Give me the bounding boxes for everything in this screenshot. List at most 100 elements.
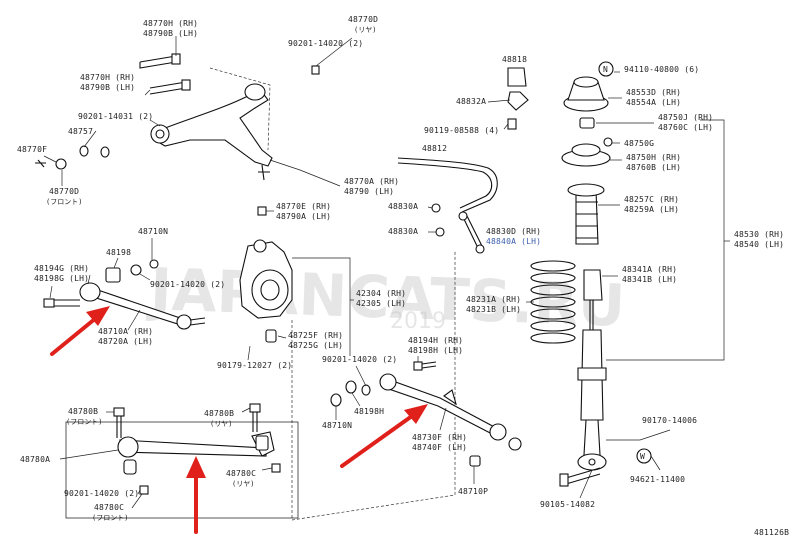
label: (リヤ) — [232, 480, 254, 488]
label: 48818 — [502, 55, 527, 64]
leader — [247, 345, 251, 361]
label: 48341B (LH) — [622, 275, 677, 284]
label: 48710N — [138, 227, 168, 236]
diagram-code: 481126B — [754, 528, 789, 537]
label: 48832A — [456, 97, 486, 106]
leader — [87, 274, 91, 285]
label: 48812 — [422, 144, 447, 153]
label: 48198H — [354, 407, 384, 416]
bracket — [292, 257, 351, 356]
clip — [35, 159, 46, 168]
leader — [351, 392, 361, 407]
label: 48790B (LH) — [80, 83, 135, 92]
label: 48257C (RH) — [624, 195, 679, 204]
label: 48231A (RH) — [466, 295, 521, 304]
label: 90201-14020 (2) — [64, 489, 139, 498]
label: 48540 (LH) — [734, 240, 784, 249]
label: 48554A (LH) — [626, 98, 681, 107]
red-arrow-2 — [186, 456, 206, 534]
leader — [59, 449, 119, 460]
bolt-lower — [43, 298, 80, 308]
leader — [261, 467, 273, 471]
leader — [439, 407, 447, 431]
label: 90201-14031 (2) — [78, 112, 153, 121]
label: 48770D — [348, 15, 378, 24]
leader — [503, 123, 509, 130]
label: 48780C — [226, 469, 256, 478]
label: (フロント) — [46, 198, 82, 206]
label: 90201-14020 (2) — [150, 280, 225, 289]
label: 48725F (RH) — [288, 331, 343, 340]
washer — [100, 146, 110, 158]
label: 94621-11400 — [630, 475, 685, 484]
label: 48770E (RH) — [276, 202, 331, 211]
label: 90179-12027 (2) — [217, 361, 292, 370]
label: 48198H (LH) — [408, 346, 463, 355]
label: 48530 (RH) — [734, 230, 784, 239]
label: 48760C (LH) — [658, 123, 713, 132]
label: 48710A (RH) — [98, 327, 153, 336]
bracket — [606, 119, 725, 361]
label: 48341A (RH) — [622, 265, 677, 274]
label: 48231B (LH) — [466, 305, 521, 314]
label: 48770A (RH) — [344, 177, 399, 186]
lateral-arm-2 — [379, 373, 522, 451]
label: 48710P — [458, 487, 488, 496]
bolt-center — [413, 361, 437, 371]
leader — [43, 155, 57, 163]
leader — [269, 159, 341, 187]
washer — [330, 393, 342, 407]
label: 48710N — [322, 421, 352, 430]
label: 48790B (LH) — [143, 29, 198, 38]
knuckle — [239, 239, 293, 343]
nut — [361, 384, 371, 396]
leader — [427, 206, 433, 209]
label: 48259A (LH) — [624, 205, 679, 214]
label: 48790A (LH) — [276, 212, 331, 221]
label: 48770D — [49, 187, 79, 196]
leader — [650, 455, 661, 471]
bolt-trailing-2 — [249, 403, 261, 432]
washer — [55, 158, 67, 170]
label: 48830D (RH) — [486, 227, 541, 236]
leader — [131, 493, 143, 509]
leader — [241, 407, 251, 413]
label: 48840A (LH) — [486, 237, 541, 246]
label: 48780B — [204, 409, 234, 418]
bolt-trailing-1 — [113, 407, 125, 438]
circle-n-label: N — [603, 65, 608, 74]
leader — [315, 37, 353, 67]
leader — [606, 429, 671, 441]
leader — [144, 89, 151, 96]
coil-spring — [530, 260, 576, 344]
label: 48780C — [94, 503, 124, 512]
nut — [79, 145, 89, 157]
label: 48730F (RH) — [412, 433, 467, 442]
label: 48750J (RH) — [658, 113, 713, 122]
label: 48198 — [106, 248, 131, 257]
label: 48750H (RH) — [626, 153, 681, 162]
label: (リヤ) — [210, 420, 232, 428]
leader — [49, 285, 53, 299]
label: 48740F (LH) — [412, 443, 467, 452]
stabilizer-bar — [397, 67, 529, 254]
strut-assembly — [561, 63, 613, 471]
washer — [345, 380, 357, 394]
label: 90201-14020 (2) — [322, 355, 397, 364]
label: 48194G (RH) — [34, 264, 89, 273]
label: 48770H (RH) — [143, 19, 198, 28]
label: (リヤ) — [354, 26, 376, 34]
label: 48194H (RH) — [408, 336, 463, 345]
leader — [83, 130, 97, 148]
label: 48720A (LH) — [98, 337, 153, 346]
trailing-arm — [117, 431, 281, 495]
lateral-arm-1 — [79, 259, 206, 330]
label: 48780A — [20, 455, 50, 464]
label: 48770H (RH) — [80, 73, 135, 82]
label: 48780B — [68, 407, 98, 416]
leader — [579, 469, 593, 499]
bolt-top — [139, 53, 181, 69]
label: 48198G (LH) — [34, 274, 89, 283]
